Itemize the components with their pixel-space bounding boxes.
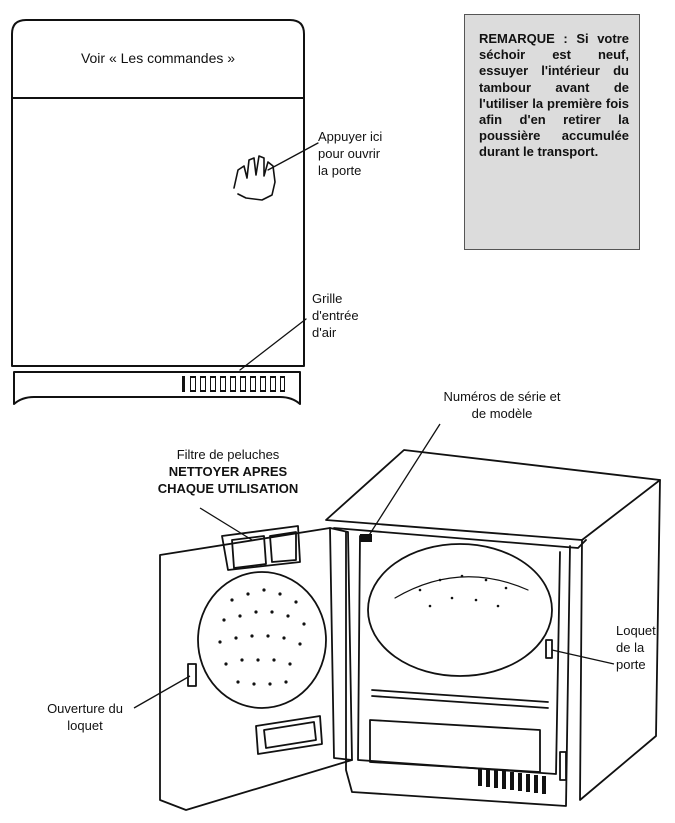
front-door-outline [11,97,305,367]
serial-leader [365,423,441,541]
cabinet-top [325,449,661,541]
serial-model-label: Numéros de série et de modèle [443,389,561,421]
air-grille-label: Grille d'entrée d'air [312,291,359,340]
push-door-label: Appuyer ici pour ouvrir la porte [318,129,383,178]
controls-label: Voir « Les commandes » [80,50,236,66]
cabinet-front [345,531,571,807]
door-latch-label: Loquet de la porte [616,623,656,672]
latch-opening-label: Ouverture du loquet [47,701,123,733]
remark-note: REMARQUE : Si votre séchoir est neuf, es… [464,14,640,250]
drum-dots [418,574,508,608]
push-door-leader [267,142,319,171]
air-grille-leader [239,318,307,371]
drum-opening [367,543,553,677]
filter-mesh-dots [218,588,306,686]
door-latch-opening [187,663,197,687]
lint-filter-label: Filtre de peluches NETTOYER APRES CHAQUE… [157,447,299,496]
latch-opening-leader [133,675,191,709]
door-latch-leader [551,649,615,665]
cabinet-latch [545,639,553,659]
base-outline [13,371,301,405]
cabinet-side [579,479,661,801]
lint-filter [221,525,301,571]
lint-filter-leader [199,507,253,541]
cabinet-grille-slots [478,768,546,794]
serial-plate [360,534,372,542]
control-panel-outline [11,19,305,99]
door-filter-circle [197,571,327,709]
hand-icon [233,155,276,201]
